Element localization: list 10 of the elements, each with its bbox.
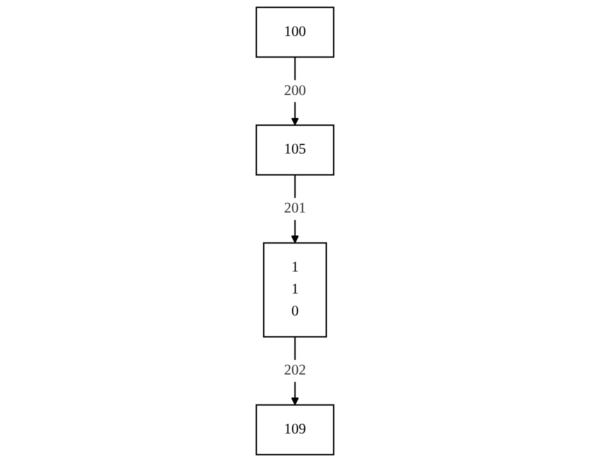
arrow <box>290 57 300 126</box>
edge-label: 200 <box>284 82 306 98</box>
edge-label: 202 <box>284 362 306 378</box>
node-box: 1 1 0 <box>263 242 327 338</box>
node-box: 100 <box>256 6 334 58</box>
node-box: 105 <box>256 124 334 176</box>
node-box: 109 <box>256 404 334 456</box>
edge-label: 201 <box>284 200 306 216</box>
arrow <box>290 336 300 406</box>
arrow <box>290 174 300 244</box>
